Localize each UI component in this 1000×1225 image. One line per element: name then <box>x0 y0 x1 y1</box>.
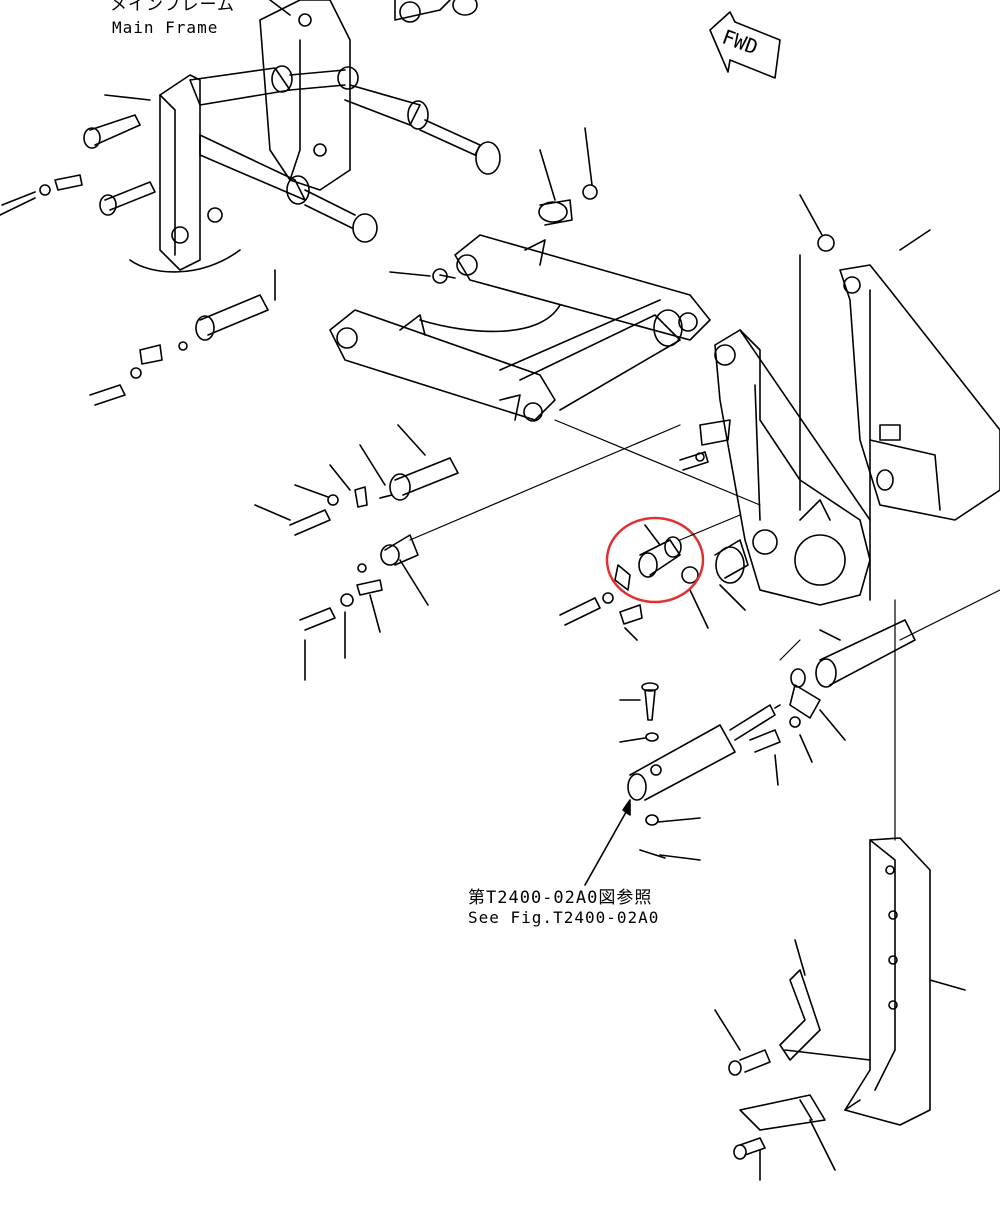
main-frame-label-en: Main Frame <box>112 18 219 37</box>
ripper-pin-tube <box>749 619 916 786</box>
hydraulic-cylinders-upper <box>189 0 501 243</box>
guide-lines <box>409 419 1000 841</box>
reference-arrow <box>584 804 631 886</box>
left-pins-bolts <box>0 114 269 406</box>
cross-tube <box>499 299 683 411</box>
tooth-protector <box>714 939 871 1076</box>
reference-label-en: See Fig.T2400-02A0 <box>468 908 660 927</box>
small-parts-center <box>559 451 749 641</box>
main-frame <box>104 0 351 301</box>
left-lower-pins <box>254 424 459 681</box>
link-arm-upper <box>454 127 711 341</box>
link-arm-lower <box>329 304 561 422</box>
ripper-tooth <box>733 1094 836 1181</box>
highlighted-pin <box>614 524 682 591</box>
highlight-circle <box>605 516 705 604</box>
ripper-shank <box>844 837 966 1126</box>
reference-label-jp: 第T2400-02A0図参照 <box>468 888 653 908</box>
ripper-frame <box>699 194 1000 606</box>
main-frame-label-jp: メインフレーム <box>110 0 235 15</box>
forward-arrow-icon <box>709 11 781 79</box>
hydraulic-cylinder-lower <box>619 682 781 861</box>
